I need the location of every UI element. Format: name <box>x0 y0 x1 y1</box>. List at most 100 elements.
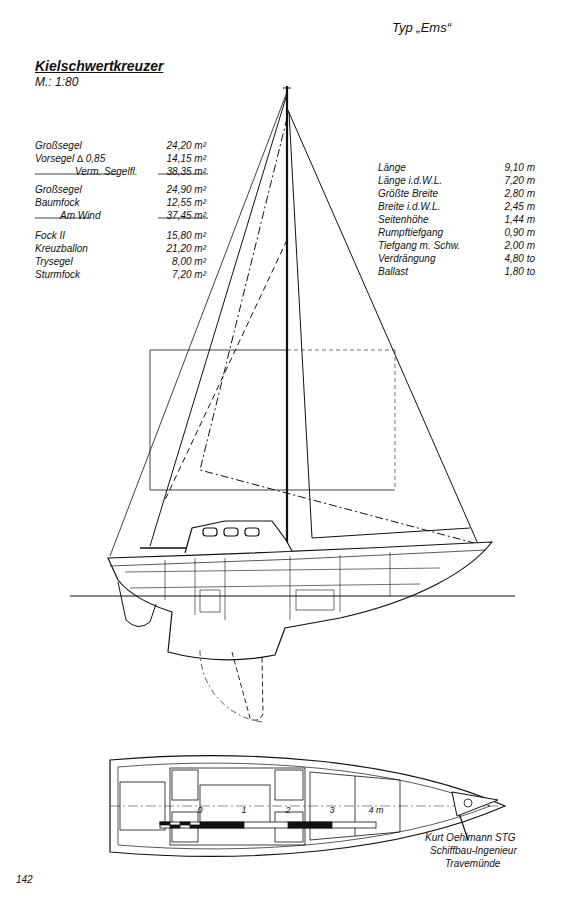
sail-plan-stroke <box>165 240 287 500</box>
sail-plan-stroke <box>150 490 395 491</box>
dimension-name: Tiefgang m. Schw. <box>378 240 460 252</box>
sail-plan <box>110 86 478 556</box>
dimension-name: Breite i.d.W.L. <box>378 201 440 213</box>
hull-plan-stroke <box>275 770 303 800</box>
dimension-value: 4,80 to <box>504 253 535 265</box>
designer-title: Schiffbau-Ingenieur <box>430 845 517 857</box>
sail-plan-stroke <box>287 108 478 544</box>
hull-profile-stroke <box>296 590 334 610</box>
club-pennant-stroke <box>464 799 472 807</box>
hull-profile-stroke <box>110 550 486 566</box>
sail-plan-stroke <box>289 112 312 538</box>
dimension-name: Ballast <box>378 266 408 278</box>
dimension-value: 0,90 m <box>504 227 535 239</box>
sail-name: Am Wind <box>60 210 100 222</box>
club-pennant-stroke <box>452 792 498 816</box>
sail-name: Verm. Segelfl. <box>75 166 137 178</box>
sail-area: 24,90 m² <box>167 184 206 196</box>
hull-profile-stroke <box>245 528 259 536</box>
sail-area: 8,00 m² <box>172 256 206 268</box>
sail-plan-stroke <box>286 86 288 556</box>
sail-area: 14,15 m² <box>167 153 206 165</box>
designer-place: Travemünde <box>445 858 500 870</box>
sail-area: 37,45 m² <box>167 210 206 222</box>
dimension-name: Verdrängung <box>378 253 435 265</box>
scale-number: 4 m <box>368 804 383 816</box>
designer-name: Kurt Oehlmann STG <box>425 832 516 844</box>
dimension-value: 2,80 m <box>504 188 535 200</box>
sail-name: Großsegel <box>35 140 82 152</box>
scale-bar-stroke <box>160 822 170 825</box>
scale-bar-stroke <box>160 822 376 828</box>
sail-plan-stroke <box>200 118 478 544</box>
dimension-name: Seitenhöhe <box>378 214 429 226</box>
hull-plan-stroke <box>120 768 400 845</box>
hull-profile-stroke <box>224 528 238 536</box>
dimension-name: Größte Breite <box>378 188 438 200</box>
sail-name: Vorsegel ∆ 0,85 <box>35 153 105 165</box>
hull-plan-stroke <box>170 768 305 845</box>
hull-profile-stroke <box>165 560 166 600</box>
hull-profile-stroke <box>225 558 226 620</box>
sail-name: Sturmfock <box>35 269 80 281</box>
scale-bar-stroke <box>288 822 332 828</box>
dimension-name: Länge <box>378 162 406 174</box>
scale-note: M.: 1:80 <box>35 76 78 88</box>
scale-bar-stroke <box>180 822 190 825</box>
scale-number: 2 <box>285 804 290 816</box>
sail-name: Trysegel <box>35 256 73 268</box>
hull-profile-stroke <box>340 555 341 612</box>
sail-plan-stroke <box>150 94 287 546</box>
sail-area: 38,35 m² <box>167 166 206 178</box>
scale-bar <box>160 822 376 828</box>
sail-area: 12,55 m² <box>167 197 206 209</box>
sail-area: 15,80 m² <box>167 230 206 242</box>
dimension-name: Länge i.d.W.L. <box>378 175 442 187</box>
hull-plan-stroke <box>172 770 198 800</box>
scale-number: 0 <box>197 804 202 816</box>
hull-profile-stroke <box>200 590 220 612</box>
sail-plan-stroke <box>150 350 287 351</box>
hull-profile-stroke <box>390 552 391 596</box>
scale-bar-stroke <box>200 822 244 828</box>
hull-plan-stroke <box>310 772 400 840</box>
sail-plan-stroke <box>283 88 291 89</box>
hull-plan-stroke <box>200 785 270 827</box>
hull-profile-stroke <box>125 552 440 620</box>
hull-profile-stroke <box>195 558 196 615</box>
hull-profile-stroke <box>130 584 420 588</box>
dimension-value: 1,44 m <box>504 214 535 226</box>
dimension-value: 2,45 m <box>504 201 535 213</box>
scale-number: 1 <box>241 804 246 816</box>
hull-profile <box>70 521 515 722</box>
drawing-title: Kielschwertkreuzer <box>35 58 163 74</box>
hull-profile-stroke <box>118 582 156 627</box>
sail-plan-stroke <box>110 92 287 556</box>
scale-number: 3 <box>329 804 334 816</box>
sail-name: Fock II <box>35 230 65 242</box>
scale-bar-stroke <box>170 825 180 828</box>
dimension-value: 9,10 m <box>504 162 535 174</box>
dimension-value: 2,00 m <box>504 240 535 252</box>
hull-profile-stroke <box>232 652 263 720</box>
sail-area: 7,20 m² <box>172 269 206 281</box>
sail-name: Baumfock <box>35 197 79 209</box>
hull-plan-stroke <box>120 782 165 830</box>
sail-plan-stroke <box>150 350 151 490</box>
sail-area: 24,20 m² <box>167 140 206 152</box>
sail-name: Kreuzballon <box>35 243 88 255</box>
hull-profile-stroke <box>200 650 262 722</box>
hull-profile-stroke <box>70 596 515 597</box>
sail-area: 21,20 m² <box>167 243 206 255</box>
page-number: 142 <box>16 874 33 886</box>
dimension-value: 7,20 m <box>504 175 535 187</box>
sail-plan-stroke <box>312 528 470 538</box>
type-name: Typ „Ems“ <box>392 22 451 34</box>
sail-name: Großsegel <box>35 184 82 196</box>
hull-profile-stroke <box>290 556 291 620</box>
dimension-name: Rumpftiefgang <box>378 227 443 239</box>
hull-profile-stroke <box>185 521 292 553</box>
sail-plan-stroke <box>287 350 395 351</box>
